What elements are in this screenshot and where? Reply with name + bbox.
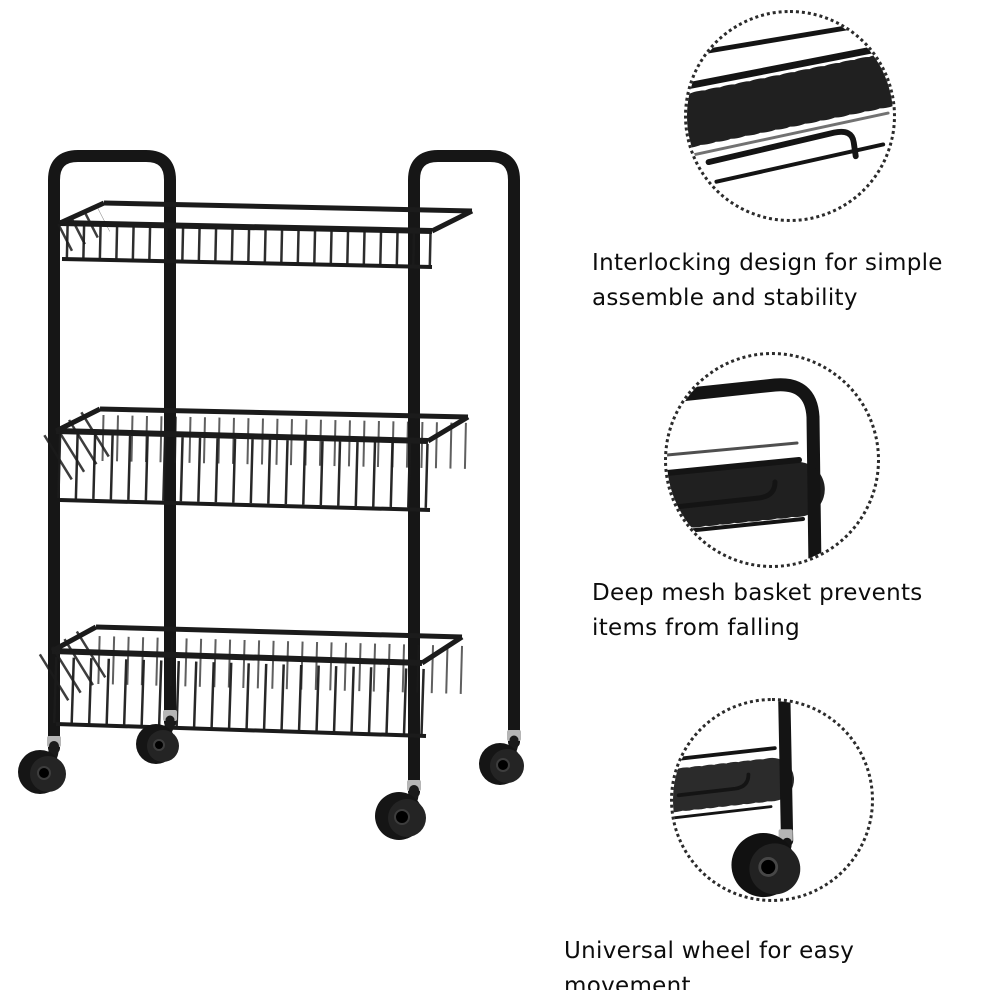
cart-illustration [18, 150, 524, 840]
cart-frame [48, 150, 520, 798]
caster-wheel-back-left [136, 710, 179, 764]
callout-circle-deep-basket [664, 352, 880, 568]
caption-line: assemble and stability [592, 284, 858, 311]
basket-middle [43, 406, 471, 512]
mesh-basket-rim-detail-icon [687, 18, 893, 184]
basket-top [57, 200, 474, 269]
caption-line: Deep mesh basket prevents [592, 580, 923, 606]
caption-line: items from falling [592, 614, 801, 641]
caption-line: Interlocking design for simple [592, 250, 943, 276]
caster-wheel-back-right [479, 730, 524, 785]
caption-line: Universal wheel for easy movement [564, 938, 855, 990]
basket-bottom [38, 624, 465, 738]
caption-wheel: Universal wheel for easy movement [564, 934, 984, 990]
caption-interlocking: Interlocking design for simple assemble … [592, 246, 972, 315]
caster-wheel-front-left [18, 736, 66, 794]
caster-wheel-front-right [375, 780, 426, 840]
caster-wheel-detail-icon [673, 701, 801, 898]
caption-deep-basket: Deep mesh basket prevents items from fal… [592, 576, 952, 645]
deep-basket-frame-detail-icon [667, 378, 829, 565]
callout-circle-interlocking [684, 10, 896, 222]
callout-circle-wheel [670, 698, 874, 902]
